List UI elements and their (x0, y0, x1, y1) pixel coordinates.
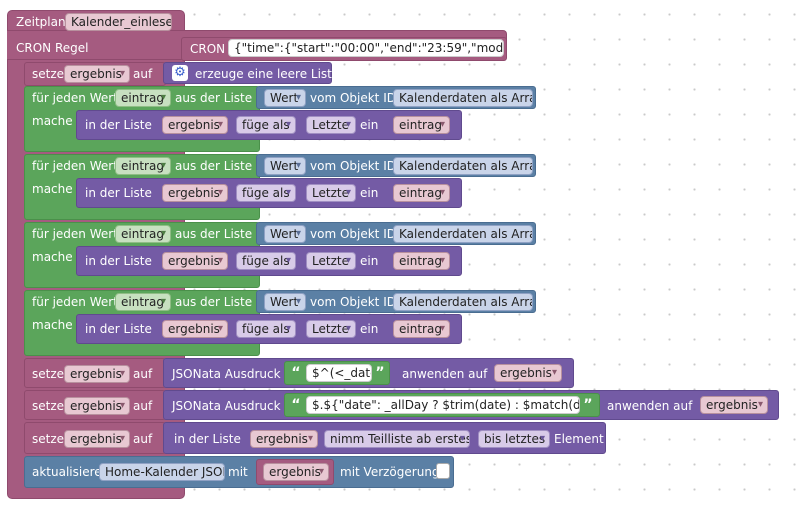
insert-var-dropdown[interactable]: eintrag (393, 116, 450, 134)
object-value-dropdown[interactable]: Wert (264, 157, 306, 175)
insert-position-dropdown[interactable]: Letzte (306, 116, 356, 134)
set-label: setze (32, 367, 65, 381)
insert-as-label: ein (360, 186, 379, 200)
insert-as-label: ein (360, 254, 379, 268)
loop-item-var-dropdown[interactable]: eintrag (115, 89, 171, 107)
jsonata-apply-label: anwenden auf (607, 399, 693, 413)
sublist-mode-dropdown[interactable]: nimm Teilliste ab erstes (324, 430, 470, 448)
jsonata-expression-field[interactable]: $^(<_date) (306, 364, 372, 382)
set-var-dropdown[interactable]: ergebnis (64, 365, 130, 383)
object-value-dropdown[interactable]: Wert (264, 293, 306, 311)
insert-mode-dropdown[interactable]: füge als (236, 252, 296, 270)
object-id-field[interactable]: Kalenderdaten als Array (393, 89, 533, 107)
update-delay-label: mit Verzögerung (340, 465, 440, 479)
quote-close-icon: ” (375, 365, 385, 381)
insert-position-dropdown[interactable]: Letzte (306, 252, 356, 270)
for-each-label: für jeden Wert (32, 227, 118, 241)
insert-position-dropdown[interactable]: Letzte (306, 184, 356, 202)
insert-position-dropdown[interactable]: Letzte (306, 320, 356, 338)
object-id-label: vom Objekt ID (310, 91, 396, 105)
loop-in-list-label: aus der Liste (175, 91, 253, 105)
create-list-label: erzeuge eine leere Liste (195, 67, 340, 81)
update-label: aktualisiere (32, 465, 102, 479)
list-in-label: in der Liste (85, 322, 152, 336)
sublist-list-var-dropdown[interactable]: ergebnis (250, 430, 318, 448)
insert-var-dropdown[interactable]: eintrag (393, 320, 450, 338)
loop-do-label: mache (32, 182, 73, 196)
sublist-to-mode-dropdown[interactable]: bis letztes (478, 430, 550, 448)
gear-icon[interactable]: ⚙ (172, 65, 188, 81)
init-set-label: setze (32, 67, 65, 81)
loop-do-label: mache (32, 114, 73, 128)
insert-mode-dropdown[interactable]: füge als (236, 184, 296, 202)
for-each-label: für jeden Wert (32, 159, 118, 173)
delay-checkbox[interactable] (436, 463, 450, 479)
object-id-field[interactable]: Kalenderdaten als Array (393, 157, 533, 175)
set-label: setze (32, 399, 65, 413)
set-var-dropdown[interactable]: ergebnis (64, 397, 130, 415)
loop-in-list-label: aus der Liste (175, 295, 253, 309)
list-in-label: in der Liste (85, 186, 152, 200)
sublist-element-label: Element (554, 432, 604, 446)
jsonata-expr-label: JSONata Ausdruck (172, 367, 281, 381)
object-id-label: vom Objekt ID (310, 159, 396, 173)
insert-var-dropdown[interactable]: eintrag (393, 252, 450, 270)
update-target-field[interactable]: Home-Kalender JSON (99, 463, 225, 481)
jsonata-target-var-dropdown[interactable]: ergebnis (700, 396, 768, 414)
loop-in-list-label: aus der Liste (175, 159, 253, 173)
create-list-block[interactable] (163, 62, 332, 84)
quote-open-icon: “ (291, 365, 301, 381)
insert-mode-dropdown[interactable]: füge als (236, 116, 296, 134)
quote-close-icon: ” (583, 397, 593, 413)
set-label: setze (32, 432, 65, 446)
loop-do-label: mache (32, 318, 73, 332)
list-var-dropdown[interactable]: ergebnis (162, 184, 228, 202)
set-to-label: auf (133, 399, 153, 413)
list-in-label: in der Liste (85, 254, 152, 268)
init-var-dropdown[interactable]: ergebnis (64, 65, 130, 83)
insert-mode-dropdown[interactable]: füge als (236, 320, 296, 338)
update-var-dropdown[interactable]: ergebnis (263, 463, 329, 481)
loop-item-var-dropdown[interactable]: eintrag (115, 293, 171, 311)
set-to-label: auf (133, 367, 153, 381)
for-each-label: für jeden Wert (32, 91, 118, 105)
cron-label: CRON (190, 42, 226, 56)
sublist-in-list-label: in der Liste (174, 432, 241, 446)
jsonata-target-var-dropdown[interactable]: ergebnis (494, 364, 562, 382)
set-to-label: auf (133, 432, 153, 446)
list-var-dropdown[interactable]: ergebnis (162, 252, 228, 270)
for-each-label: für jeden Wert (32, 295, 118, 309)
loop-do-label: mache (32, 250, 73, 264)
schedule-label: Zeitplan (16, 15, 66, 29)
update-with-label: mit (228, 465, 248, 479)
schedule-name-field[interactable]: Kalender_einlesen (65, 13, 172, 31)
update-state-block[interactable] (24, 456, 454, 488)
loop-in-list-label: aus der Liste (175, 227, 253, 241)
loop-item-var-dropdown[interactable]: eintrag (115, 157, 171, 175)
list-in-label: in der Liste (85, 118, 152, 132)
insert-as-label: ein (360, 322, 379, 336)
object-value-dropdown[interactable]: Wert (264, 89, 306, 107)
object-value-dropdown[interactable]: Wert (264, 225, 306, 243)
object-id-field[interactable]: Kalenderdaten als Array (393, 293, 533, 311)
list-insert-block-2[interactable] (76, 178, 462, 208)
jsonata-expression-field[interactable]: $.${"date": _allDay ? $trim(date) : $mat… (306, 396, 580, 414)
list-var-dropdown[interactable]: ergebnis (162, 116, 228, 134)
jsonata-apply-label: anwenden auf (402, 367, 488, 381)
list-var-dropdown[interactable]: ergebnis (162, 320, 228, 338)
quote-open-icon: “ (291, 397, 301, 413)
set-var-dropdown[interactable]: ergebnis (64, 430, 130, 448)
insert-as-label: ein (360, 118, 379, 132)
insert-var-dropdown[interactable]: eintrag (393, 184, 450, 202)
cron-value-field[interactable]: {"time":{"start":"00:00","end":"23:59","… (228, 39, 504, 57)
object-id-label: vom Objekt ID (310, 227, 396, 241)
cron-rule-label: CRON Regel (16, 41, 89, 55)
init-to-label: auf (133, 67, 153, 81)
loop-item-var-dropdown[interactable]: eintrag (115, 225, 171, 243)
object-id-label: vom Objekt ID (310, 295, 396, 309)
object-id-field[interactable]: Kalenderdaten als Array (393, 225, 533, 243)
jsonata-expr-label: JSONata Ausdruck (172, 399, 281, 413)
